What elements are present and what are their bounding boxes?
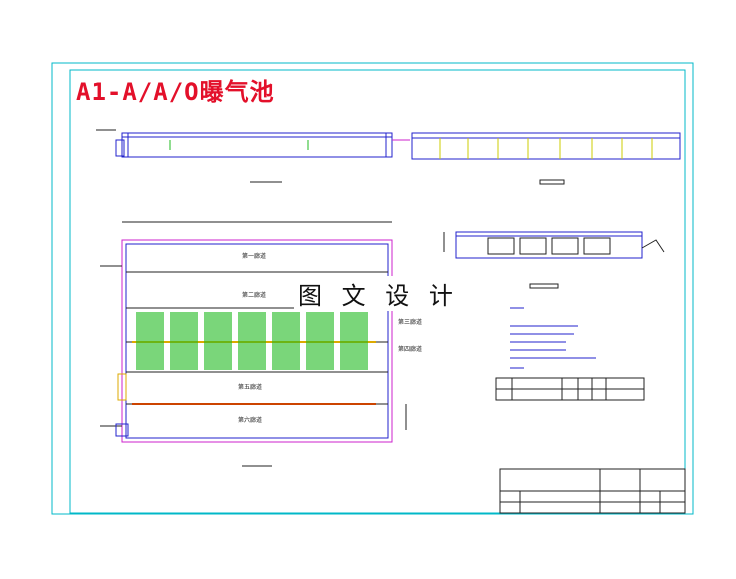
corridor-labels: 第一廊道 第二廊道 第三廊道 第四廊道 第五廊道 第六廊道 [238,252,422,424]
elevation-section-right [411,132,681,185]
equipment-table [495,377,645,401]
corridor-label-5: 第五廊道 [238,383,262,391]
aerator-grid [136,312,368,370]
drawing-title: A1-A/A/O曝气池 [76,78,275,106]
inner-frame [69,69,686,514]
corridor-label-1: 第一廊道 [242,252,266,260]
corridor-label-4: 第四廊道 [398,345,422,353]
corridor-label-6: 第六廊道 [238,416,262,424]
title-block [499,468,686,514]
corridor-label-3: 第三廊道 [398,318,422,326]
outer-frame [51,62,694,515]
watermark-text: 图 文 设 计 [294,276,463,311]
elevation-section-left [96,129,410,183]
cross-section [443,231,665,289]
notes-block [510,307,596,369]
corridor-label-2: 第二廊道 [242,291,266,299]
